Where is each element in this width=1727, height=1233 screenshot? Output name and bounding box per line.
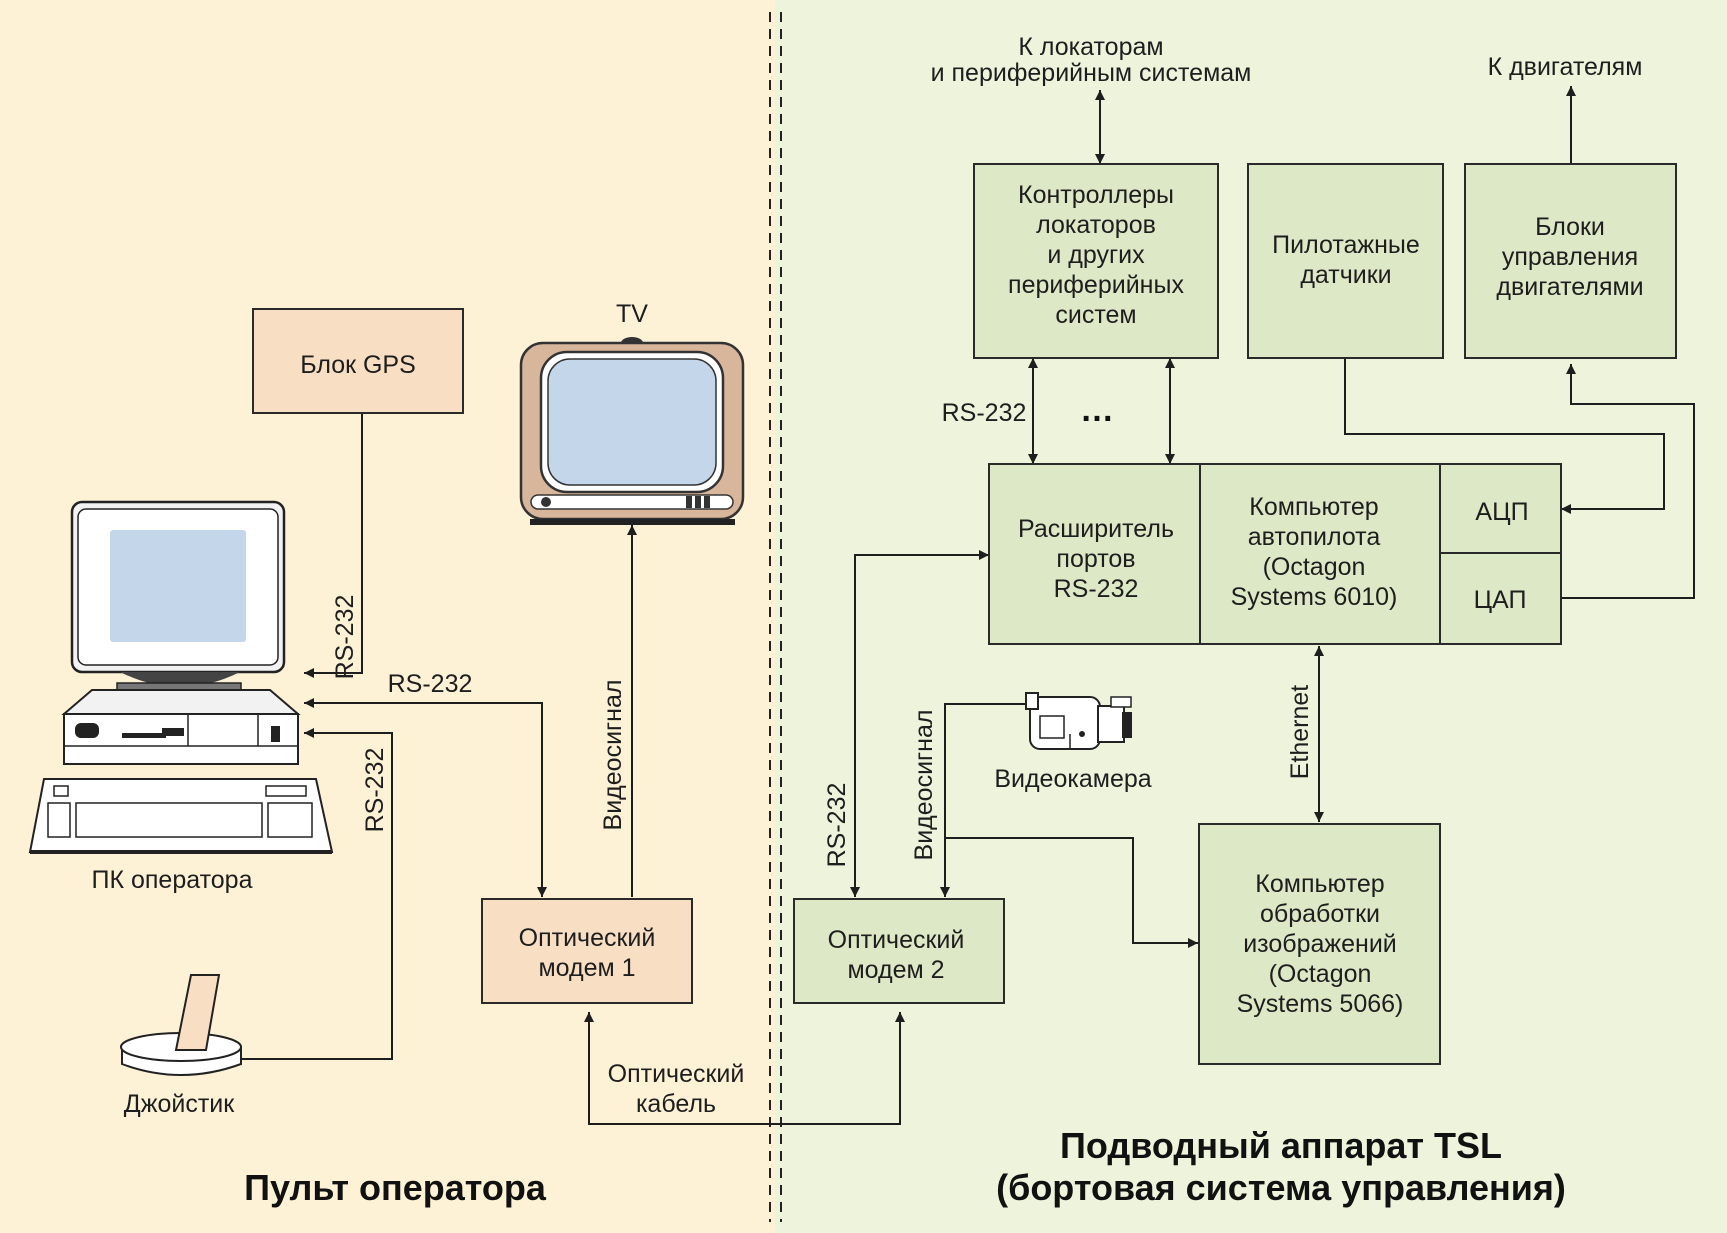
vehicle-section-title-2: (бортовая система управления) (996, 1167, 1566, 1208)
image-pc-label-5: Systems 5066) (1237, 990, 1404, 1018)
optical-modem-2-label-2: модем 2 (847, 956, 944, 984)
television-icon: TV (519, 300, 745, 525)
joystick-to-pc-link (240, 728, 393, 1060)
optical-modem-1-label-2: модем 1 (538, 954, 635, 982)
optical-modem-2: Оптический модем 2 (793, 898, 1005, 1004)
engine-blocks-label-2: управления (1502, 243, 1638, 271)
main-computer-group: Расширитель портов RS-232 Компьютер авто… (988, 463, 1562, 645)
joystick-icon: Джойстик (120, 974, 242, 1118)
camera-to-modem2-link (940, 703, 1028, 897)
optical-cable-label-1: Оптический (608, 1060, 745, 1088)
adc-label: АЦП (1475, 498, 1528, 526)
port-expander-label-3: RS-232 (1054, 575, 1139, 603)
pc-modem1-link (304, 698, 547, 897)
controllers-label-1: Контроллеры (1018, 181, 1174, 209)
sensors-to-adc-link (1344, 358, 1665, 514)
vehicle-section-title-1: Подводный аппарат TSL (1060, 1125, 1502, 1166)
optical-modem-1-label-1: Оптический (519, 924, 656, 952)
image-pc-label-4: (Octagon (1269, 960, 1372, 988)
controllers-block: Контроллеры локаторов и других периферий… (973, 163, 1219, 359)
rs232-controllers-label: RS-232 (942, 399, 1027, 427)
video-camera-icon: Видеокамера (994, 692, 1152, 793)
optical-modem-2-label-1: Оптический (828, 926, 965, 954)
image-pc-block: Компьютер обработки изображений (Octagon… (1198, 823, 1441, 1065)
pilot-sensors-label-2: датчики (1300, 261, 1391, 289)
engine-blocks-block-frame (1464, 163, 1677, 359)
image-pc-label-3: изображений (1243, 930, 1397, 958)
to-locators-label-2: и периферийным системам (931, 59, 1252, 87)
connections (240, 86, 1695, 1125)
image-pc-label-2: обработки (1260, 900, 1380, 928)
dac-label: ЦАП (1474, 586, 1527, 614)
to-locators-label-1: К локаторам (1018, 33, 1163, 61)
controllers-block-frame (973, 163, 1219, 359)
dac-to-engines-link (1561, 364, 1695, 599)
optical-modem-1-frame (481, 898, 693, 1004)
rs232-joystick-label: RS-232 (361, 748, 389, 833)
ethernet-label: Ethernet (1286, 685, 1314, 780)
optical-cable-link (584, 1012, 905, 1125)
video-camera-link-label: Видеосигнал (910, 710, 938, 861)
engine-blocks-label-1: Блоки (1535, 213, 1605, 241)
pilot-sensors-block: Пилотажные датчики (1247, 163, 1444, 359)
image-pc-label-1: Компьютер (1255, 870, 1384, 898)
camera-label: Видеокамера (994, 765, 1151, 793)
optical-modem-1: Оптический модем 1 (481, 898, 693, 1004)
autopilot-label-2: автопилота (1248, 523, 1381, 551)
rs232-modem2-label: RS-232 (823, 783, 851, 868)
operator-section-title: Пульт оператора (244, 1167, 547, 1208)
pc-label: ПК оператора (92, 866, 253, 894)
rs232-modem-label: RS-232 (388, 670, 473, 698)
optical-modem-2-frame (793, 898, 1005, 1004)
controllers-label-5: систем (1055, 301, 1136, 329)
gps-block-frame (252, 308, 464, 414)
optical-cable-label-2: кабель (636, 1090, 716, 1118)
video-tv-label: Видеосигнал (599, 680, 627, 831)
controllers-label-4: периферийных (1008, 271, 1184, 299)
tv-label: TV (616, 300, 648, 328)
autopilot-label-4: Systems 6010) (1231, 583, 1398, 611)
gps-block: Блок GPS (252, 308, 464, 414)
gps-block-label: Блок GPS (300, 351, 416, 379)
image-pc-block-frame (1198, 823, 1441, 1065)
joystick-label: Джойстик (124, 1090, 235, 1118)
pilot-sensors-block-frame (1247, 163, 1444, 359)
to-engines-label: К двигателям (1488, 53, 1643, 81)
gps-to-pc-link (304, 413, 363, 678)
controllers-label-2: локаторов (1036, 211, 1156, 239)
port-expander-label-1: Расширитель (1018, 515, 1174, 543)
rs232-gps-label: RS-232 (331, 595, 359, 680)
desktop-computer-icon: ПК оператора (28, 500, 334, 894)
video-to-image-pc-link (945, 837, 1198, 948)
engine-blocks-block: Блоки управления двигателями (1464, 163, 1677, 359)
controllers-label-3: и других (1047, 241, 1145, 269)
autopilot-label-3: (Octagon (1263, 553, 1366, 581)
port-expander-label-2: портов (1056, 545, 1135, 573)
pilot-sensors-label-1: Пилотажные (1272, 231, 1420, 259)
autopilot-label-1: Компьютер (1249, 493, 1378, 521)
engine-blocks-label-3: двигателями (1496, 273, 1643, 301)
more-links-dots: … (1080, 391, 1114, 429)
modem2-expander-link (850, 550, 989, 897)
